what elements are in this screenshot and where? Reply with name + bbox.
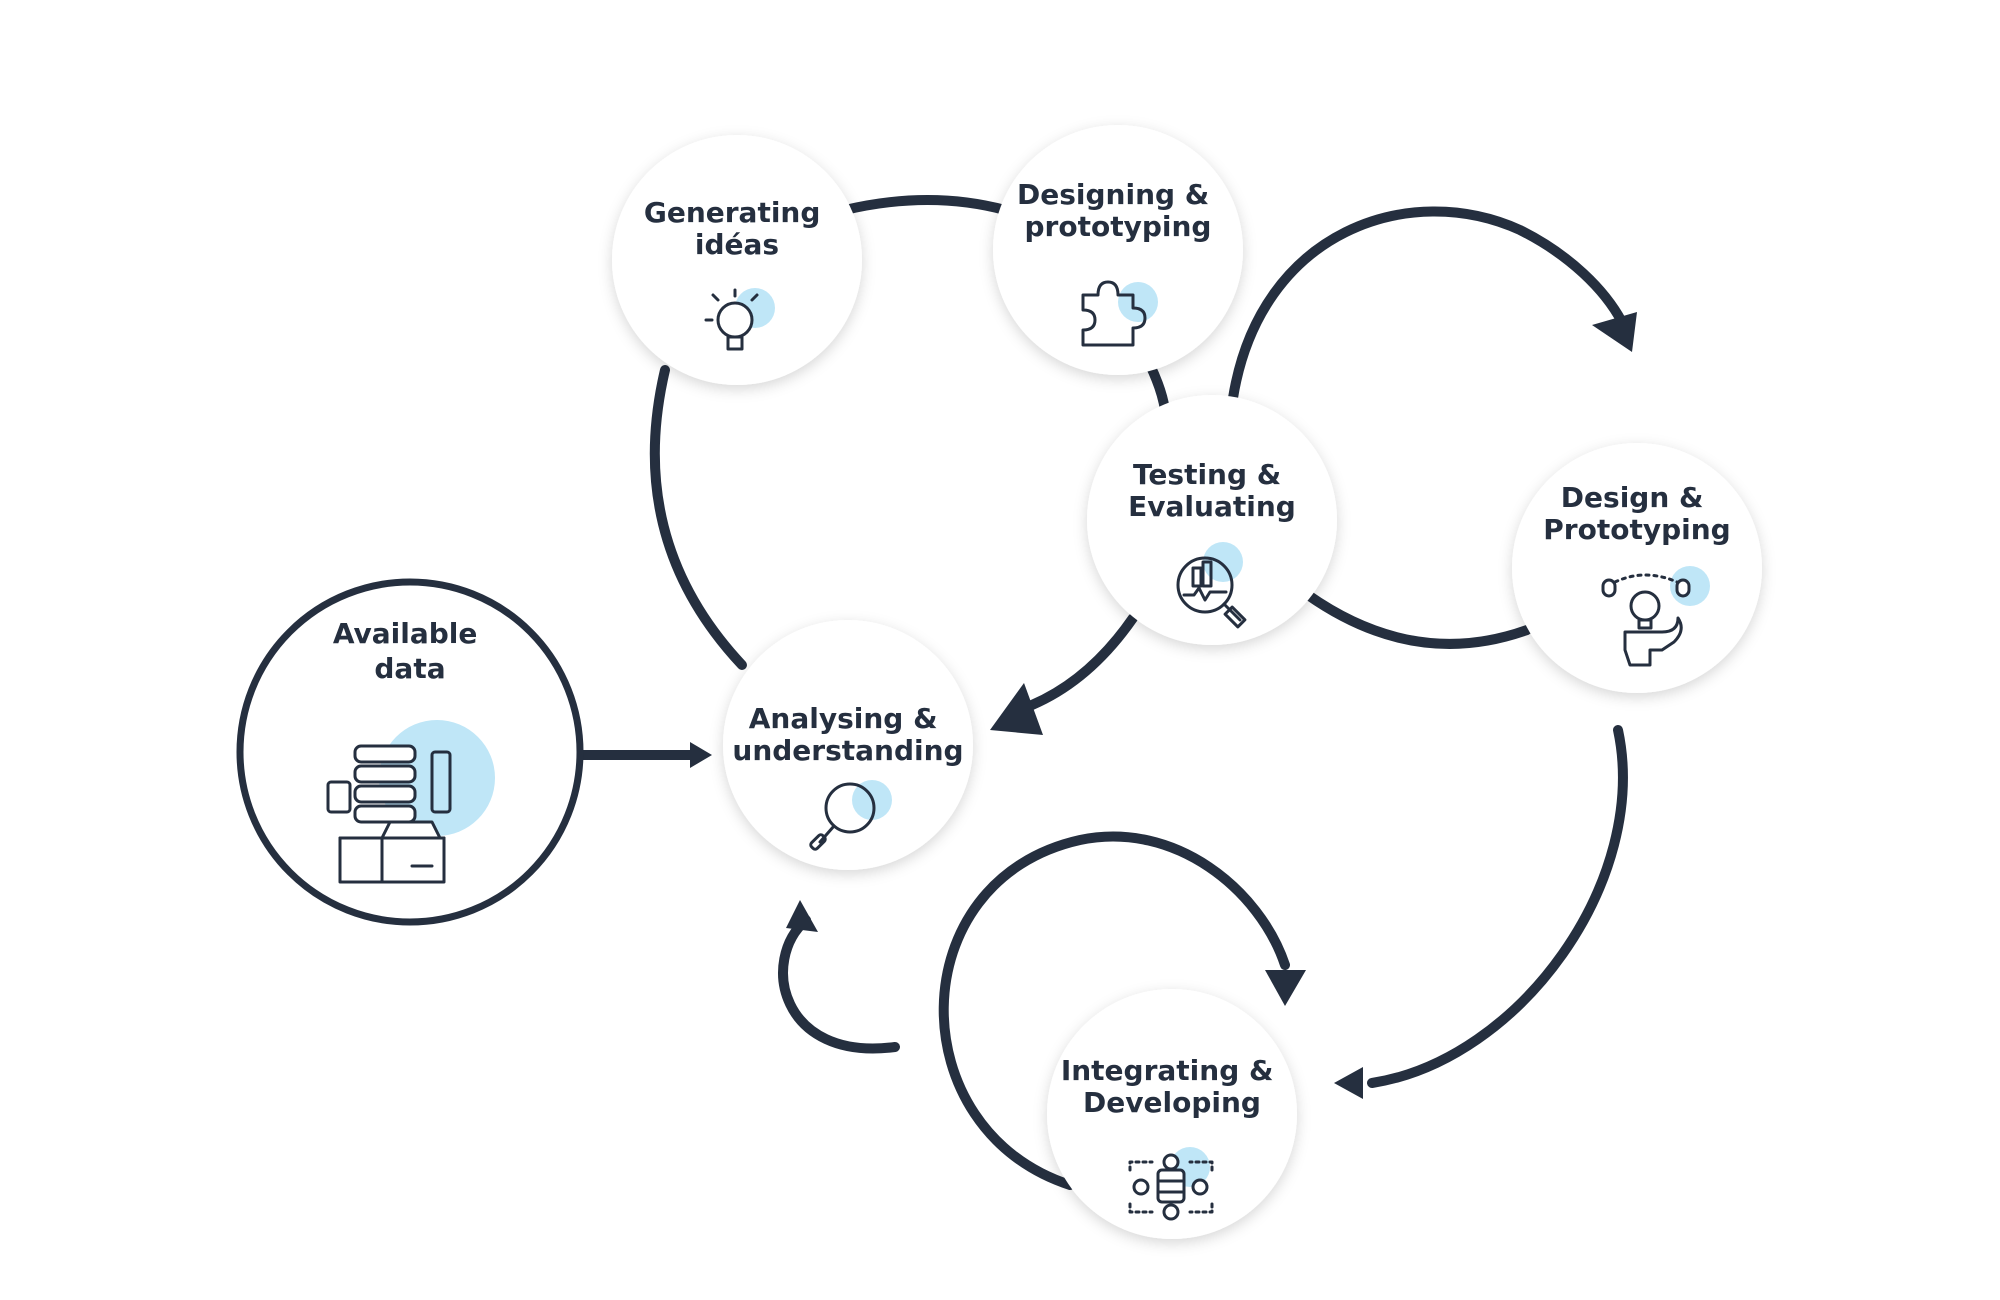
node-title-line2: data — [374, 652, 445, 685]
arc-design-to-integrating — [1367, 725, 1628, 1088]
arc-testing-to-design — [1228, 206, 1627, 403]
arc-integrating-to-analysing — [778, 915, 900, 1054]
arc-generating-to-designing — [840, 195, 1010, 215]
node-design-prototyping: Design & Prototyping — [1512, 443, 1762, 693]
node-title-line1: Designing & — [1017, 178, 1209, 211]
node-title-line1: Generating — [644, 196, 821, 229]
svg-text:Design & Prototyping: Design & Prototyping — [1543, 481, 1730, 546]
node-title-line1: Design & — [1561, 481, 1704, 514]
arrowhead-integrating-loop — [1265, 970, 1306, 1006]
arrowhead-testing-to-analysing — [990, 683, 1043, 735]
node-title-line1: Testing & — [1133, 458, 1281, 491]
node-title-line1: Integrating & — [1061, 1054, 1274, 1087]
arc-testing-to-analysing — [1027, 613, 1138, 710]
node-integrating-developing: Integrating & Developing — [1047, 989, 1297, 1239]
arrowhead-design-to-integrating — [1334, 1067, 1363, 1099]
node-analysing-understanding: Analysing & understanding — [723, 620, 973, 870]
node-title-line2: idéas — [695, 228, 779, 261]
svg-text:Available data: Available data — [333, 617, 487, 685]
connectors — [577, 195, 1628, 1190]
node-title-line2: understanding — [732, 734, 963, 767]
node-available-data: Available data — [236, 578, 584, 926]
arc-analysing-to-generating — [649, 365, 747, 670]
node-title-line2: Prototyping — [1543, 513, 1730, 546]
node-title-line2: prototyping — [1025, 210, 1212, 243]
arc-designing-to-testing — [1145, 360, 1170, 415]
svg-text:Integrating & Developing: Integrating & Developing — [1061, 1054, 1283, 1119]
arrowhead-available-to-analysing — [690, 742, 712, 768]
arrowhead-to-design — [1592, 312, 1637, 352]
node-title-line2: Evaluating — [1128, 490, 1296, 523]
head-lightbulb-icon — [1601, 566, 1710, 667]
arc-integrating-loop — [938, 831, 1290, 1190]
node-title-line1: Available — [333, 617, 478, 650]
svg-text:Testing & Evaluating: Testing & Evaluating — [1128, 458, 1296, 523]
node-circle — [723, 620, 973, 870]
magnifying-glass-icon — [809, 780, 892, 851]
node-circle — [1512, 443, 1762, 693]
arrowhead-to-analysing-small — [786, 900, 818, 932]
gears-database-icon — [1128, 1147, 1214, 1221]
magnifier-chart-icon — [1176, 542, 1247, 629]
svg-text:Generating idéas: Generating idéas — [644, 196, 830, 261]
arrowheads — [690, 312, 1637, 1099]
node-generating-ideas: Generating idéas — [612, 135, 862, 385]
node-circle — [1047, 989, 1297, 1239]
node-title-line1: Analysing & — [749, 702, 938, 735]
puzzle-piece-icon — [1081, 280, 1158, 347]
node-circle — [993, 125, 1243, 375]
node-designing-prototyping: Designing & prototyping — [993, 125, 1243, 375]
node-circle — [1087, 395, 1337, 645]
server-box-icon — [326, 720, 495, 884]
node-title-line2: Developing — [1083, 1086, 1261, 1119]
node-testing-evaluating: Testing & Evaluating — [1087, 395, 1337, 645]
node-circle — [612, 135, 862, 385]
svg-text:Designing & prototyping: Designing & prototyping — [1017, 178, 1219, 243]
svg-text:Analysing & understandin: Analysing & understanding — [732, 702, 963, 767]
lightbulb-icon — [704, 288, 775, 351]
arc-design-to-testing — [1303, 590, 1532, 649]
